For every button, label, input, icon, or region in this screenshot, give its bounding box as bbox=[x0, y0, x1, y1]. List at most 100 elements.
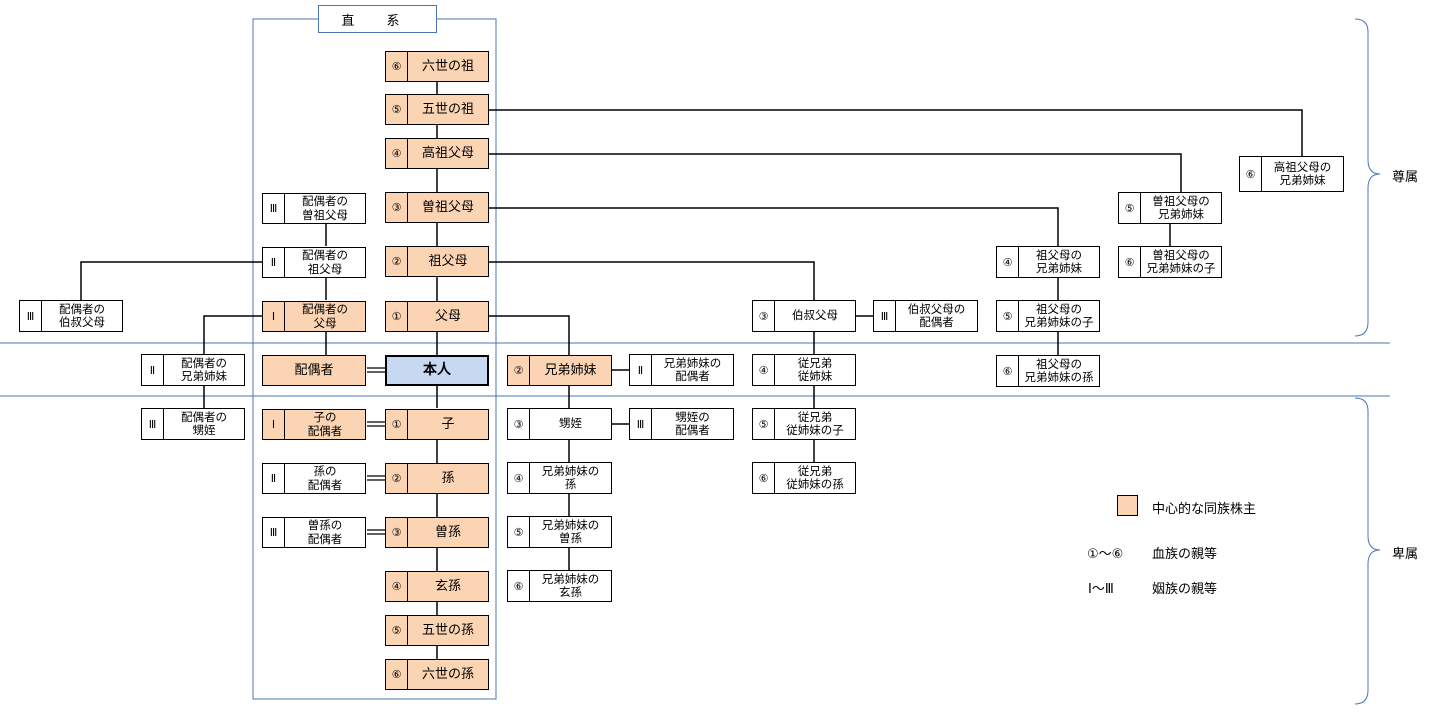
node-sou-sofubo[interactable]: ③ 曽祖父母 bbox=[385, 192, 489, 223]
node-sofubo-kyodai-mago[interactable]: ⑥ 祖父母の 兄弟姉妹の孫 bbox=[996, 355, 1100, 387]
node-spouse-kyodai[interactable]: Ⅱ 配偶者の 兄弟姉妹 bbox=[141, 354, 245, 386]
degree-mark: Ⅱ bbox=[630, 355, 652, 385]
legend-blood-label: 血族の親等 bbox=[1152, 547, 1218, 562]
node-spouse-sofubo[interactable]: Ⅱ 配偶者の 祖父母 bbox=[262, 247, 366, 278]
degree-mark: ④ bbox=[386, 572, 408, 601]
node-spouse-sou-sofubo[interactable]: Ⅲ 配偶者の 曽祖父母 bbox=[262, 193, 366, 224]
node-sofubo[interactable]: ② 祖父母 bbox=[385, 246, 489, 277]
node-label: 従兄弟 従姉妹 bbox=[797, 355, 833, 383]
node-itoko-ko[interactable]: ⑤ 従兄弟 従姉妹の子 bbox=[752, 408, 856, 440]
legend-affinity-label: 姻族の親等 bbox=[1152, 582, 1218, 597]
node-fubo[interactable]: ① 父母 bbox=[385, 301, 489, 332]
node-label: 兄弟姉妹の 配偶者 bbox=[663, 355, 722, 383]
node-label: 曽祖父母 bbox=[421, 199, 474, 215]
node-sou-sofubo-kyodai[interactable]: ⑤ 曽祖父母の 兄弟姉妹 bbox=[1118, 192, 1222, 224]
degree-mark: ⑥ bbox=[386, 660, 408, 689]
node-label: 配偶者の 父母 bbox=[302, 302, 348, 330]
node-label: 高祖父母の 兄弟姉妹 bbox=[1273, 159, 1332, 187]
node-mago[interactable]: ② 孫 bbox=[385, 463, 489, 494]
node-kyodai[interactable]: ② 兄弟姉妹 bbox=[507, 355, 612, 386]
node-label: 配偶者 bbox=[294, 362, 334, 378]
node-label: 五世の孫 bbox=[421, 622, 474, 638]
node-gosei-so[interactable]: ⑤ 五世の祖 bbox=[385, 94, 489, 125]
degree-mark: ① bbox=[386, 410, 408, 439]
degree-mark: ③ bbox=[753, 301, 775, 331]
degree-mark: ⑥ bbox=[386, 52, 408, 81]
node-gosei-mago[interactable]: ⑤ 五世の孫 bbox=[385, 615, 489, 646]
degree-mark: Ⅲ bbox=[263, 194, 285, 223]
node-mago-spouse[interactable]: Ⅱ 孫の 配偶者 bbox=[262, 463, 366, 494]
degree-mark: ⑤ bbox=[753, 409, 775, 439]
degree-mark: Ⅲ bbox=[630, 409, 652, 439]
node-oji[interactable]: ③ 伯叔父母 bbox=[752, 300, 856, 332]
node-label: 本人 bbox=[423, 362, 451, 379]
descendants-label: 卑属 bbox=[1392, 547, 1419, 562]
node-label: 祖父母の 兄弟姉妹の孫 bbox=[1024, 356, 1094, 384]
node-ko-spouse[interactable]: Ⅰ 子の 配偶者 bbox=[262, 409, 366, 440]
node-label: 兄弟姉妹 bbox=[544, 362, 597, 378]
degree-mark: Ⅲ bbox=[874, 301, 896, 331]
node-label: 祖父母 bbox=[428, 253, 468, 269]
node-himago-spouse[interactable]: Ⅲ 曽孫の 配偶者 bbox=[262, 517, 366, 548]
node-rokusei-mago[interactable]: ⑥ 六世の孫 bbox=[385, 659, 489, 690]
node-label: 祖父母の 兄弟姉妹 bbox=[1036, 247, 1082, 275]
degree-mark: ② bbox=[508, 356, 530, 385]
node-genson[interactable]: ④ 玄孫 bbox=[385, 571, 489, 602]
node-kyodai-mago[interactable]: ④ 兄弟姉妹の 孫 bbox=[507, 462, 612, 494]
node-itoko-mago[interactable]: ⑥ 従兄弟 従姉妹の孫 bbox=[752, 462, 856, 494]
node-label: 五世の祖 bbox=[421, 101, 474, 117]
degree-mark: ④ bbox=[753, 355, 775, 385]
node-itoko[interactable]: ④ 従兄弟 従姉妹 bbox=[752, 354, 856, 386]
degree-mark: Ⅱ bbox=[263, 464, 285, 493]
node-label: 六世の孫 bbox=[421, 666, 474, 682]
degree-mark: ④ bbox=[997, 247, 1019, 277]
node-kyodai-himago[interactable]: ⑤ 兄弟姉妹の 曽孫 bbox=[507, 516, 612, 548]
node-sofubo-kyodai-ko[interactable]: ⑤ 祖父母の 兄弟姉妹の子 bbox=[996, 300, 1100, 332]
degree-mark: Ⅱ bbox=[142, 355, 164, 385]
node-label: 配偶者の 曽祖父母 bbox=[302, 194, 348, 222]
degree-mark: Ⅰ bbox=[263, 302, 285, 331]
node-honnin[interactable]: 本人 bbox=[385, 355, 489, 386]
node-sofubo-kyodai[interactable]: ④ 祖父母の 兄弟姉妹 bbox=[996, 246, 1100, 278]
degree-mark: Ⅲ bbox=[263, 518, 285, 547]
node-kyodai-spouse[interactable]: Ⅱ 兄弟姉妹の 配偶者 bbox=[629, 354, 734, 386]
node-spouse-oji[interactable]: Ⅲ 配偶者の 伯叔父母 bbox=[19, 300, 123, 332]
node-ko[interactable]: ① 子 bbox=[385, 409, 489, 440]
node-label: 配偶者の 甥姪 bbox=[181, 409, 227, 437]
node-spouse[interactable]: 配偶者 bbox=[262, 355, 366, 386]
node-kyodai-genson[interactable]: ⑥ 兄弟姉妹の 玄孫 bbox=[507, 570, 612, 602]
node-label: 曽孫 bbox=[434, 524, 461, 540]
degree-mark: ⑤ bbox=[386, 95, 408, 124]
degree-mark: ④ bbox=[508, 463, 530, 493]
node-label: 祖父母の 兄弟姉妹の子 bbox=[1024, 301, 1094, 329]
node-sou-sofubo-kyodai-ko[interactable]: ⑥ 曽祖父母の 兄弟姉妹の子 bbox=[1118, 246, 1222, 278]
node-oji-spouse[interactable]: Ⅲ 伯叔父母の 配偶者 bbox=[873, 300, 978, 332]
node-spouse-oimei[interactable]: Ⅲ 配偶者の 甥姪 bbox=[141, 408, 245, 440]
node-spouse-fubo[interactable]: Ⅰ 配偶者の 父母 bbox=[262, 301, 366, 332]
node-label: 六世の祖 bbox=[421, 58, 474, 74]
legend-main-swatch bbox=[1117, 495, 1138, 516]
node-label: 孫の 配偶者 bbox=[307, 464, 343, 492]
node-koso-fubo[interactable]: ④ 高祖父母 bbox=[385, 138, 489, 169]
node-oimei[interactable]: ③ 甥姪 bbox=[507, 408, 612, 440]
node-label: 伯叔父母の 配偶者 bbox=[907, 301, 966, 329]
degree-mark: ④ bbox=[386, 139, 408, 168]
node-label: 曽孫の 配偶者 bbox=[307, 518, 343, 546]
node-oimei-spouse[interactable]: Ⅲ 甥姪の 配偶者 bbox=[629, 408, 734, 440]
degree-mark: ① bbox=[386, 302, 408, 331]
node-label: 甥姪 bbox=[559, 416, 582, 431]
degree-mark: ⑤ bbox=[508, 517, 530, 547]
node-rokusei-so[interactable]: ⑥ 六世の祖 bbox=[385, 51, 489, 82]
node-koso-fubo-kyodai[interactable]: ⑥ 高祖父母の 兄弟姉妹 bbox=[1239, 156, 1344, 192]
node-label: 配偶者の 伯叔父母 bbox=[59, 301, 105, 329]
node-himago[interactable]: ③ 曽孫 bbox=[385, 517, 489, 548]
node-label: 配偶者の 祖父母 bbox=[302, 248, 348, 276]
node-label: 従兄弟 従姉妹の子 bbox=[786, 409, 844, 437]
node-label: 配偶者の 兄弟姉妹 bbox=[181, 355, 227, 383]
ascendants-brace bbox=[1354, 18, 1381, 337]
degree-mark: ② bbox=[386, 247, 408, 276]
node-label: 甥姪の 配偶者 bbox=[675, 409, 710, 437]
legend-affinity-range: Ⅰ～Ⅲ bbox=[1088, 582, 1114, 597]
degree-mark: ⑥ bbox=[1119, 247, 1141, 277]
